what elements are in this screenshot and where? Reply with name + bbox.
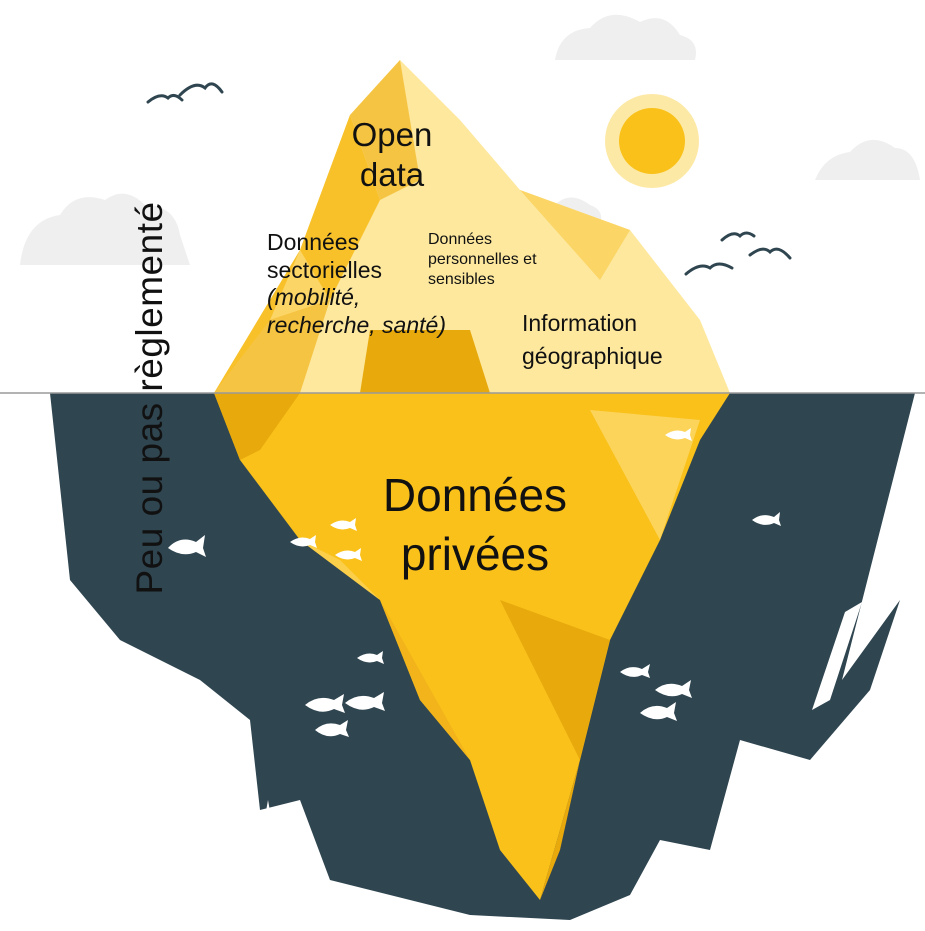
label-geographique-line1: Information bbox=[522, 310, 638, 336]
label-geographique-line2: géographique bbox=[522, 343, 663, 370]
label-information-geographique: Information géographique bbox=[522, 307, 663, 374]
label-donnees-sectorielles: Données sectorielles (mobilité, recherch… bbox=[267, 229, 446, 339]
sun-icon bbox=[605, 94, 699, 188]
label-open-data-line1: Open bbox=[351, 116, 433, 153]
label-donnees-privees: Données privées bbox=[360, 466, 590, 584]
label-personnelles-line1: Données bbox=[428, 231, 493, 248]
label-open-data-line2: data bbox=[359, 155, 425, 193]
label-privees-line2: privées bbox=[400, 527, 550, 580]
label-personnelles-line2: personnelles et bbox=[428, 251, 537, 268]
label-open-data: Open data bbox=[345, 115, 439, 194]
label-sectorielles-line2: sectorielles bbox=[267, 256, 383, 283]
bird-icon bbox=[146, 82, 792, 276]
label-privees-line1: Données bbox=[382, 469, 568, 521]
label-sectorielles-line3: (mobilité, bbox=[267, 284, 361, 311]
iceberg-body bbox=[214, 393, 730, 900]
label-sectorielles-line4: recherche, santé) bbox=[267, 311, 446, 338]
label-peu-ou-pas-reglemente: Peu ou pas règlementé bbox=[129, 201, 170, 595]
fish-icon bbox=[168, 428, 781, 737]
iceberg-tip bbox=[214, 60, 730, 393]
label-personnelles-line3: sensibles bbox=[428, 271, 495, 288]
label-donnees-personnelles: Données personnelles et sensibles bbox=[428, 230, 537, 290]
label-sectorielles-line1: Données bbox=[267, 229, 360, 255]
